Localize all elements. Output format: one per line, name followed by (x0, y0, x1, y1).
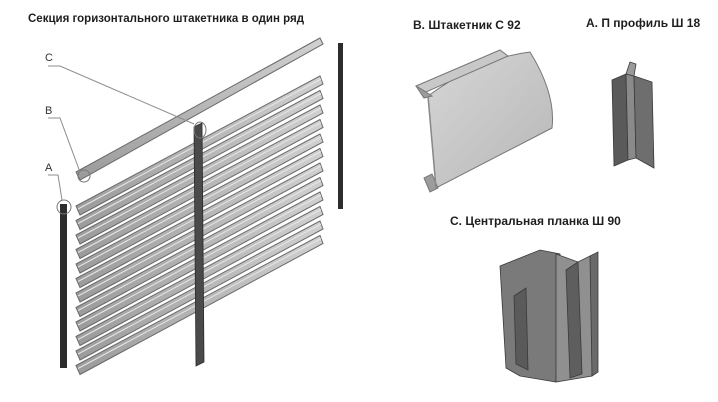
leader-lines (48, 65, 195, 201)
part-b-slat-profile (414, 49, 553, 193)
callout-a: A (45, 162, 53, 174)
part-a-p-profile (611, 61, 655, 169)
fence-assembly (48, 37, 343, 376)
top-rail (75, 37, 324, 183)
callout-b: B (45, 105, 53, 117)
section-title: Секция горизонтального штакетника в один… (28, 13, 305, 25)
center-strip (193, 121, 207, 367)
part-c-label: С. Центральная планка Ш 90 (450, 214, 621, 228)
callout-c: C (45, 52, 53, 64)
part-c-central-strip (499, 249, 599, 383)
left-post (56, 199, 72, 368)
part-b-label: В. Штакетник С 92 (413, 18, 521, 32)
part-a-label: А. П профиль Ш 18 (586, 16, 701, 30)
right-post (338, 43, 343, 209)
